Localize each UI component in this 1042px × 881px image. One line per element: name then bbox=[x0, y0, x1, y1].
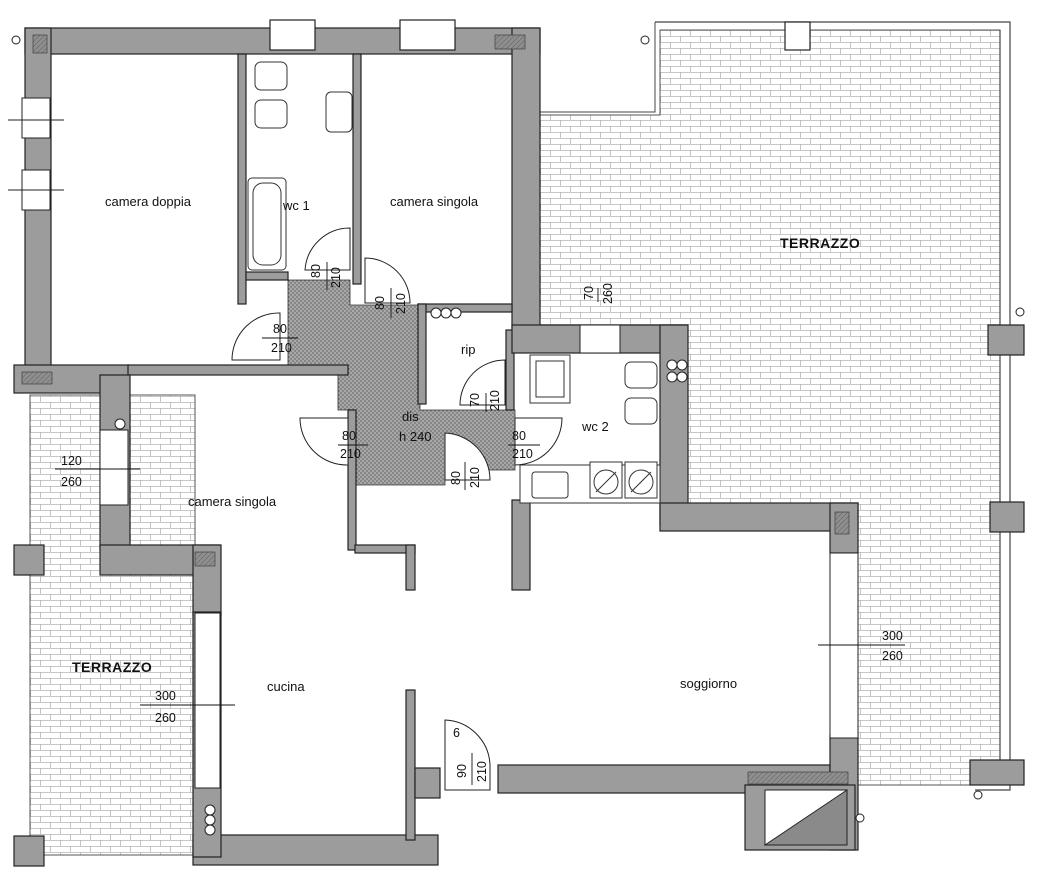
dim-wc2-door-h: 210 bbox=[512, 447, 533, 461]
dim-window-cucina-w: 300 bbox=[155, 689, 176, 703]
dim-dis-door-h: 210 bbox=[468, 467, 482, 488]
dim-window-left-w: 120 bbox=[61, 454, 82, 468]
dim-window-left-h: 260 bbox=[61, 475, 82, 489]
dim-entry-door-h: 210 bbox=[475, 761, 489, 782]
dim-cd-door-w: 80 bbox=[273, 322, 287, 336]
label-cucina: cucina bbox=[267, 679, 305, 694]
dim-cs2-door-w: 80 bbox=[342, 429, 356, 443]
wc1-fixtures bbox=[247, 61, 353, 271]
electrical-symbols bbox=[11, 35, 1025, 836]
label-camera-doppia: camera doppia bbox=[105, 194, 192, 209]
dim-window-right-h: 260 bbox=[882, 649, 903, 663]
label-terrazzo-left: TERRAZZO bbox=[72, 659, 152, 675]
label-camera-singola-top: camera singola bbox=[390, 194, 479, 209]
terrace-right-parapet bbox=[538, 22, 656, 113]
label-camera-singola-bottom: camera singola bbox=[188, 494, 277, 509]
wc2-fixtures bbox=[519, 354, 661, 504]
door-swings bbox=[231, 227, 563, 791]
dim-wc2-door-w: 80 bbox=[512, 429, 526, 443]
entry-door-number: 9 bbox=[453, 725, 460, 739]
dim-window-right-w: 300 bbox=[882, 629, 903, 643]
dim-cs-door-h: 210 bbox=[394, 293, 408, 314]
dim-entry-door-w: 90 bbox=[455, 764, 469, 778]
dimension-lines bbox=[55, 262, 905, 785]
label-wc1: wc 1 bbox=[282, 198, 310, 213]
wall-hatch-blocks bbox=[21, 34, 850, 785]
terrace-right-railing bbox=[655, 21, 1011, 791]
window-openings bbox=[99, 324, 859, 789]
shaft bbox=[763, 789, 848, 846]
label-rip: rip bbox=[461, 342, 475, 357]
dim-cs2-door-h: 210 bbox=[340, 447, 361, 461]
dim-dis-door-w: 80 bbox=[449, 471, 463, 485]
label-dis-height: h 240 bbox=[399, 429, 432, 444]
label-terrazzo-right: TERRAZZO bbox=[780, 235, 860, 251]
left-windows bbox=[8, 97, 64, 211]
dim-window-cucina-h: 260 bbox=[155, 711, 176, 725]
dim-rip-door-w: 70 bbox=[468, 393, 482, 407]
dim-window-top-h: 260 bbox=[601, 283, 615, 304]
label-dis: dis bbox=[402, 409, 419, 424]
dim-wc1-door-w: 80 bbox=[309, 264, 323, 278]
terrace-right-floor bbox=[537, 29, 1001, 786]
dim-cd-door-h: 210 bbox=[271, 341, 292, 355]
dim-rip-door-h: 210 bbox=[488, 390, 502, 411]
label-wc2: wc 2 bbox=[581, 419, 609, 434]
dim-wc1-door-h: 210 bbox=[329, 267, 343, 288]
label-soggiorno: soggiorno bbox=[680, 676, 737, 691]
dim-window-top-w: 70 bbox=[582, 286, 596, 300]
dim-cs-door-w: 80 bbox=[373, 296, 387, 310]
